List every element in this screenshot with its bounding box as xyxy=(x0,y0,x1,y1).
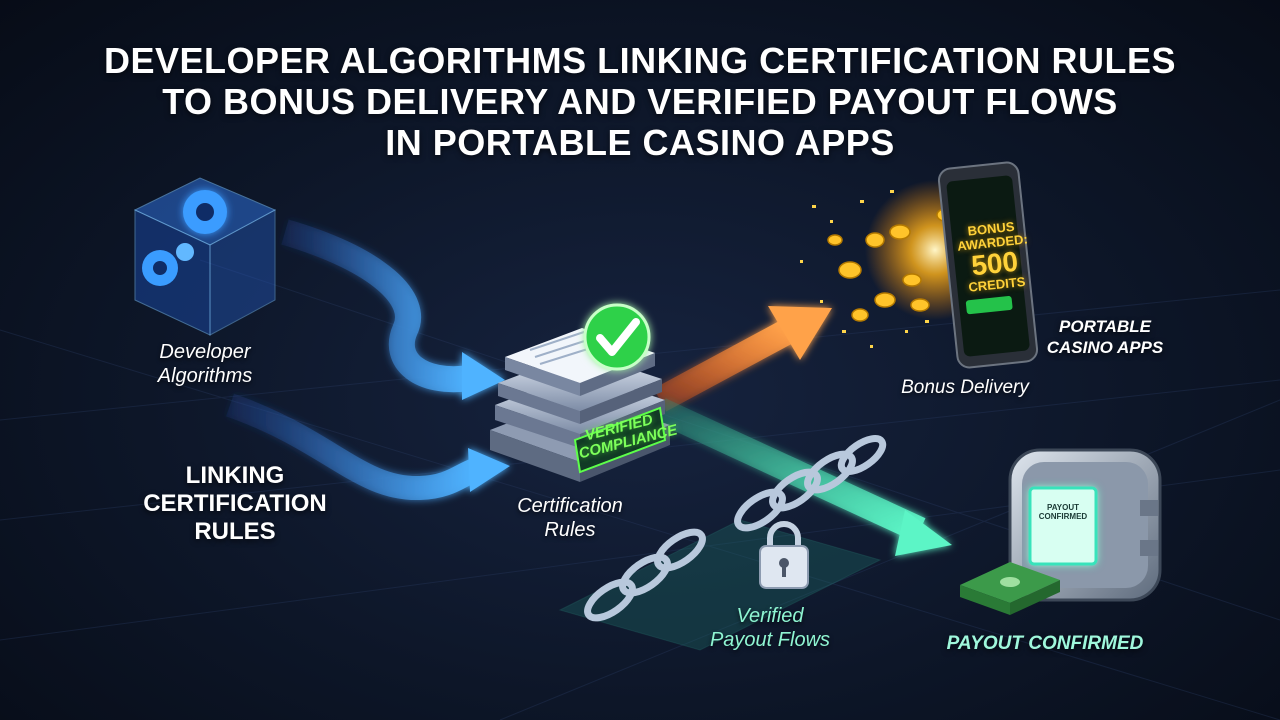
linking-certification-label: LINKING CERTIFICATION RULES xyxy=(120,462,350,546)
portable-casino-apps-label: PORTABLE CASINO APPS xyxy=(1030,316,1180,358)
portable-line-1: PORTABLE xyxy=(1030,316,1180,337)
receipt-line-2: CONFIRMED xyxy=(1034,512,1092,521)
certification-line-1: Certification xyxy=(495,494,645,518)
payout-confirmed-label: PAYOUT CONFIRMED xyxy=(920,630,1170,658)
developer-line-2: Algorithms xyxy=(140,364,270,388)
payout-flows-line-2: Payout Flows xyxy=(680,628,860,652)
blue-flow-arrow-top xyxy=(285,232,505,400)
developer-algorithms-label: Developer Algorithms xyxy=(140,340,270,388)
receipt-text: PAYOUT CONFIRMED xyxy=(1034,503,1092,521)
checkmark-icon xyxy=(585,305,649,369)
bonus-delivery-label: Bonus Delivery xyxy=(870,376,1060,400)
certification-line-2: Rules xyxy=(495,518,645,542)
phone-screen-text: BONUS AWARDED: 500 CREDITS xyxy=(955,218,1034,295)
orange-flow-arrow xyxy=(660,306,832,400)
linking-line-2: CERTIFICATION xyxy=(120,490,350,518)
certification-rules-label: Certification Rules xyxy=(495,494,645,542)
portable-line-2: CASINO APPS xyxy=(1030,337,1180,358)
linking-line-3: RULES xyxy=(120,518,350,546)
verified-payout-flows-label: Verified Payout Flows xyxy=(680,604,860,652)
linking-line-1: LINKING xyxy=(120,462,350,490)
developer-line-1: Developer xyxy=(140,340,270,364)
payout-flows-line-1: Verified xyxy=(680,604,860,628)
receipt-line-1: PAYOUT xyxy=(1034,503,1092,512)
